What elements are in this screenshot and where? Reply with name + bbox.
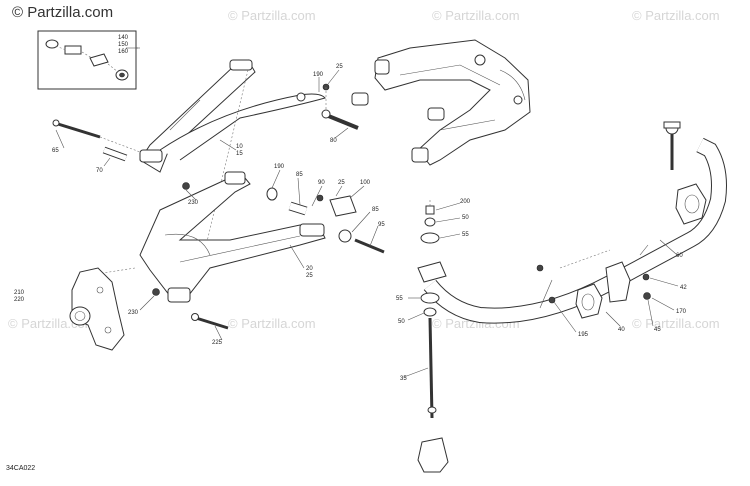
callout-95: 95 bbox=[378, 222, 385, 228]
callout-25: 25 bbox=[306, 273, 313, 279]
spacer-90 bbox=[288, 201, 308, 216]
callout-85: 85 bbox=[296, 172, 303, 178]
sway-bar bbox=[423, 137, 727, 324]
callout-195: 195 bbox=[578, 332, 589, 338]
callout-90: 90 bbox=[318, 180, 325, 186]
pivot-bolt-65 bbox=[52, 119, 101, 139]
link-stack bbox=[417, 200, 449, 473]
callout-35: 35 bbox=[400, 376, 407, 382]
callout-25: 25 bbox=[338, 180, 345, 186]
washer-85 bbox=[266, 187, 278, 201]
nut-190-upper bbox=[296, 83, 330, 112]
callout-45: 45 bbox=[654, 327, 661, 333]
callout-20: 20 bbox=[306, 266, 313, 272]
partzilla-watermark: © Partzilla.com bbox=[432, 8, 520, 23]
callout-10: 10 bbox=[236, 144, 243, 150]
callout-80: 80 bbox=[330, 138, 337, 144]
callout-170: 170 bbox=[676, 309, 687, 315]
rear-subframe bbox=[351, 39, 531, 166]
callout-160: 160 bbox=[118, 49, 129, 55]
lower-a-arm bbox=[89, 171, 326, 303]
callout-140: 140 bbox=[118, 35, 129, 41]
partzilla-watermark: © Partzilla.com bbox=[632, 316, 720, 331]
sway-bar-bushing-40 bbox=[548, 261, 631, 319]
bushing-kit-inset bbox=[37, 30, 140, 90]
nut-230-lower bbox=[152, 288, 160, 296]
bolt-80 bbox=[321, 109, 359, 130]
callout-40: 40 bbox=[618, 327, 625, 333]
callout-50: 50 bbox=[398, 319, 405, 325]
callout-190: 190 bbox=[274, 164, 285, 170]
callout-150: 150 bbox=[118, 42, 129, 48]
callout-50: 50 bbox=[462, 215, 469, 221]
bolt-225 bbox=[191, 313, 229, 330]
partzilla-watermark: © Partzilla.com bbox=[228, 8, 316, 23]
callout-230: 230 bbox=[128, 310, 139, 316]
callout-230: 230 bbox=[188, 200, 199, 206]
callout-15: 15 bbox=[236, 151, 243, 157]
callout-225: 225 bbox=[212, 340, 223, 346]
partzilla-watermark: © Partzilla.com bbox=[228, 316, 316, 331]
partzilla-watermark: © Partzilla.com bbox=[632, 8, 720, 23]
bolt-95 bbox=[354, 238, 385, 254]
callout-labels: 140 150 160 190 25 65 70 10 15 80 190 85… bbox=[14, 35, 687, 382]
callout-220: 220 bbox=[14, 297, 25, 303]
callout-55: 55 bbox=[396, 296, 403, 302]
callout-200: 200 bbox=[460, 199, 471, 205]
bushing-85-lower bbox=[338, 229, 352, 243]
nut-230-upper bbox=[182, 182, 190, 190]
bolts-45-42-170 bbox=[536, 264, 651, 300]
callout-70: 70 bbox=[96, 168, 103, 174]
wheel-knuckle bbox=[69, 267, 125, 351]
callout-25: 25 bbox=[336, 64, 343, 70]
callout-100: 100 bbox=[360, 180, 371, 186]
callout-190: 190 bbox=[313, 72, 324, 78]
callout-leaders bbox=[55, 47, 679, 378]
bracket-100 bbox=[316, 194, 357, 217]
callout-55: 55 bbox=[462, 232, 469, 238]
callout-65: 65 bbox=[52, 148, 59, 154]
callout-85: 85 bbox=[372, 207, 379, 213]
callout-60: 60 bbox=[676, 253, 683, 259]
diagram-code: 34CA022 bbox=[6, 465, 36, 472]
partzilla-watermark-main: © Partzilla.com bbox=[12, 4, 114, 21]
sway-bar-link-upper bbox=[663, 121, 681, 170]
sway-bar-bushing-upper bbox=[675, 183, 707, 225]
sleeve-70 bbox=[102, 146, 128, 162]
upper-a-arm bbox=[139, 59, 326, 251]
callout-42: 42 bbox=[680, 285, 687, 291]
callout-210: 210 bbox=[14, 290, 25, 296]
